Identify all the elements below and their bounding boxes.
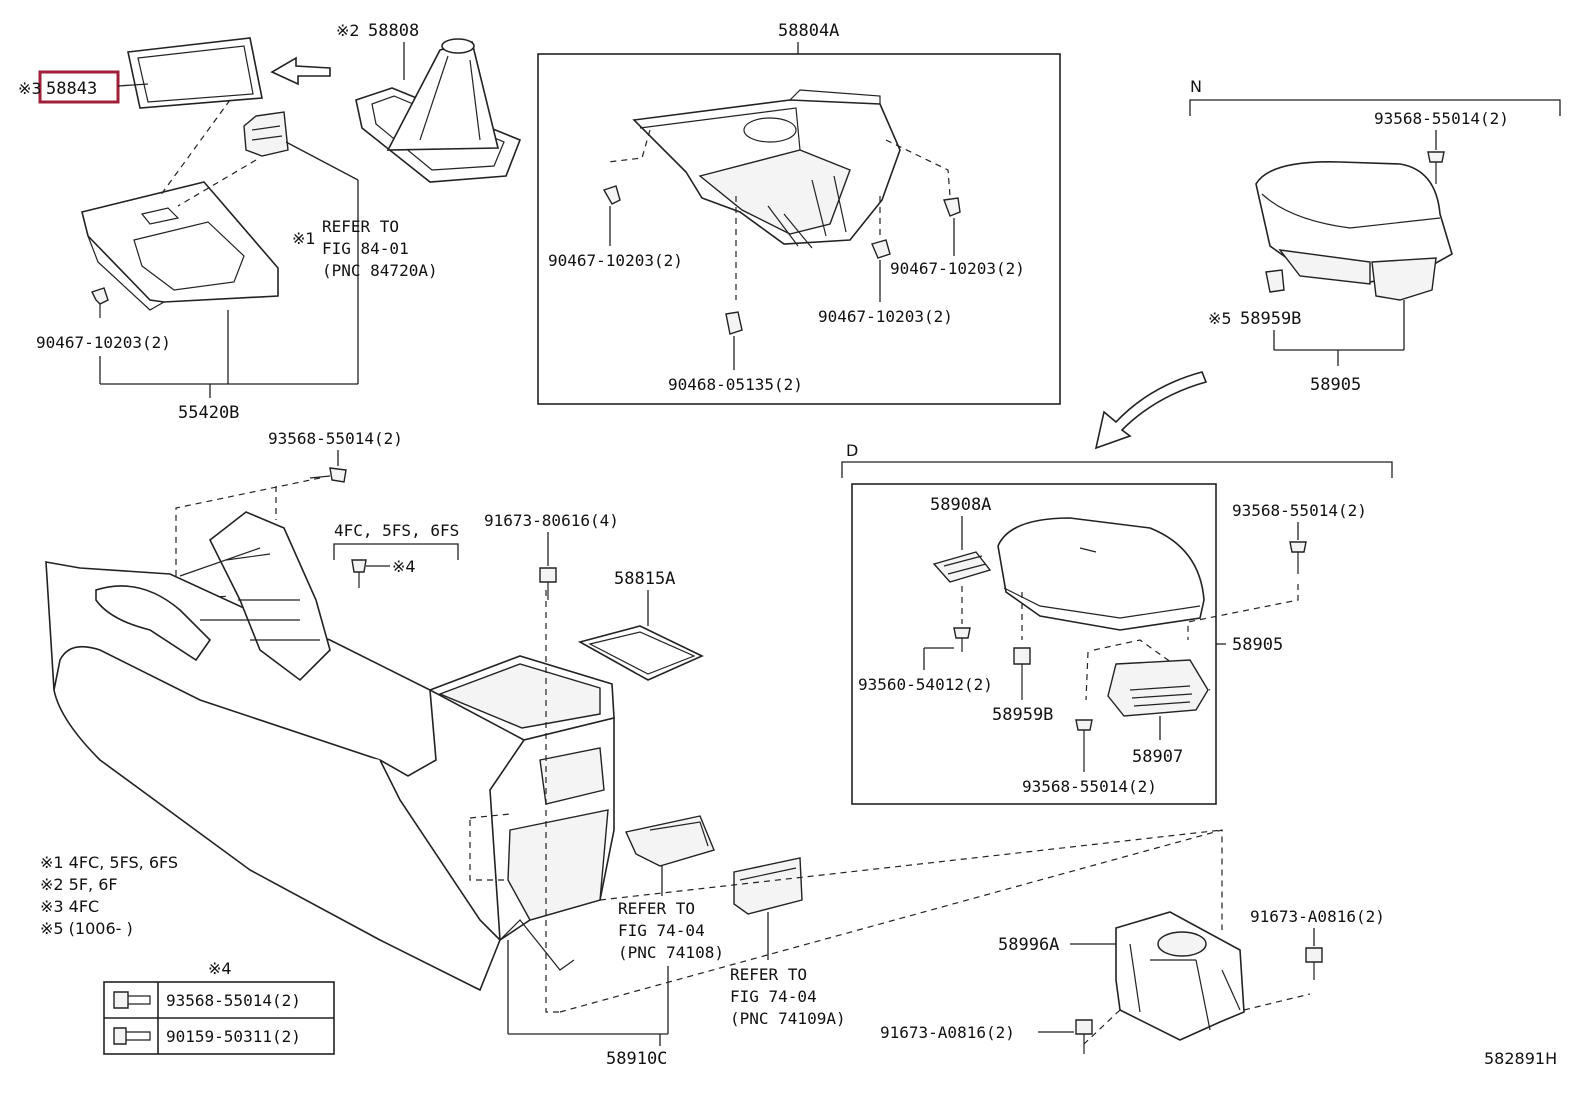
- screw-icon: [1427, 151, 1445, 184]
- clip-icon: [602, 185, 961, 335]
- svg-text:※2 5F, 6F: ※2 5F, 6F: [40, 875, 118, 894]
- group-box-58804A: [537, 53, 1061, 405]
- label-58996A[interactable]: 58996A: [998, 935, 1059, 955]
- part-tray[interactable]: [733, 857, 803, 915]
- label-93568-d2[interactable]: 93568-55014(2): [1022, 777, 1157, 796]
- bolt-icon: [1075, 1019, 1093, 1054]
- legend-table: 93568-55014(2) 90159-50311(2): [103, 981, 335, 1055]
- label-55420B[interactable]: 55420B: [178, 403, 239, 423]
- label-58843[interactable]: 58843: [46, 79, 97, 99]
- svg-text:FIG 74-04: FIG 74-04: [618, 921, 705, 940]
- legend-notes: ※1 4FC, 5FS, 6FS ※2 5F, 6F ※3 4FC ※5 (10…: [40, 853, 178, 938]
- label-93568-mid[interactable]: 93568-55014(2): [268, 429, 403, 448]
- mark-4: ※4: [392, 557, 416, 576]
- svg-text:(PNC 74108): (PNC 74108): [618, 943, 724, 962]
- svg-text:(PNC 74109A): (PNC 74109A): [730, 1009, 846, 1028]
- label-90467-c[interactable]: 90467-10203(2): [890, 259, 1025, 278]
- label-58908A[interactable]: 58908A: [930, 495, 991, 515]
- legend-row-2: 90159-50311(2): [166, 1027, 301, 1046]
- part-55420B-panel[interactable]: [81, 181, 279, 311]
- svg-text:(PNC 84720A): (PNC 84720A): [322, 261, 438, 280]
- part-58843-bezel[interactable]: [127, 37, 263, 109]
- bolt-icon: [1305, 947, 1323, 980]
- label-58959B-d[interactable]: 58959B: [992, 705, 1053, 725]
- label-91673-a1[interactable]: 91673-A0816(2): [1250, 907, 1385, 926]
- mark-5: ※5: [1208, 309, 1232, 328]
- label-58959B-top[interactable]: 58959B: [1240, 309, 1301, 329]
- part-58905-armrest-top[interactable]: [1255, 161, 1453, 301]
- label-58905-d[interactable]: 58905: [1232, 635, 1283, 655]
- bolt-icon: [539, 567, 557, 600]
- part-58907-latch[interactable]: [1107, 659, 1209, 717]
- svg-text:REFER TO: REFER TO: [322, 217, 399, 236]
- svg-text:※5 (1006- ): ※5 (1006- ): [40, 919, 133, 938]
- part-switch[interactable]: [243, 111, 289, 157]
- reference-84-01[interactable]: REFER TO FIG 84-01 (PNC 84720A): [322, 217, 438, 280]
- mark-2: ※2: [336, 21, 360, 40]
- figure-id: 582891H: [1484, 1049, 1557, 1068]
- svg-text:REFER TO: REFER TO: [618, 899, 695, 918]
- label-90467-d[interactable]: 90467-10203(2): [818, 307, 953, 326]
- highlight-box: [38, 70, 120, 104]
- part-cup-holder[interactable]: [625, 815, 715, 867]
- svg-text:※1 4FC, 5FS, 6FS: ※1 4FC, 5FS, 6FS: [40, 853, 178, 872]
- bolt-icon: [113, 991, 151, 1009]
- part-58996A-bracket[interactable]: [1115, 911, 1245, 1041]
- label-93568-d[interactable]: 93568-55014(2): [1232, 501, 1367, 520]
- mark-1: ※1: [292, 229, 316, 248]
- svg-text:FIG 74-04: FIG 74-04: [730, 987, 817, 1006]
- legend-table-title: ※4: [208, 959, 232, 978]
- clip-icon: [91, 287, 109, 318]
- label-91673-a2[interactable]: 91673-A0816(2): [880, 1023, 1015, 1042]
- part-58808-shift-boot[interactable]: [355, 38, 522, 183]
- screw-icon: [1075, 719, 1093, 772]
- group-n-label: N: [1190, 77, 1202, 96]
- label-58804A[interactable]: 58804A: [778, 21, 839, 41]
- label-58907[interactable]: 58907: [1132, 747, 1183, 767]
- clip-icon: [1013, 647, 1031, 700]
- arrow-icon: [270, 56, 331, 86]
- reference-74108[interactable]: REFER TO FIG 74-04 (PNC 74108): [618, 899, 724, 962]
- mark-3: ※3: [18, 79, 42, 98]
- legend-row-1: 93568-55014(2): [166, 991, 301, 1010]
- label-58905-top[interactable]: 58905: [1310, 375, 1361, 395]
- label-58808[interactable]: 58808: [368, 21, 419, 41]
- bolt-icon: [113, 1027, 151, 1045]
- part-58815A-mat[interactable]: [577, 625, 704, 681]
- screw-icon: [351, 559, 367, 588]
- reference-74109A[interactable]: REFER TO FIG 74-04 (PNC 74109A): [730, 965, 846, 1028]
- arrow-icon: [1094, 371, 1208, 450]
- screw-icon: [953, 627, 971, 652]
- label-90467-b[interactable]: 90467-10203(2): [548, 251, 683, 270]
- screw-icon: [309, 467, 347, 483]
- group-d-label: D: [846, 441, 858, 460]
- label-58910C[interactable]: 58910C: [606, 1049, 667, 1069]
- part-58908A-hinge[interactable]: [932, 551, 992, 583]
- part-58910C-console-box[interactable]: [45, 511, 615, 992]
- label-90467-a[interactable]: 90467-10203(2): [36, 333, 171, 352]
- part-58804A-console-bracket[interactable]: [632, 89, 901, 249]
- label-93568-top[interactable]: 93568-55014(2): [1374, 109, 1509, 128]
- part-58905-lid[interactable]: [997, 517, 1205, 631]
- svg-text:REFER TO: REFER TO: [730, 965, 807, 984]
- label-91673-806[interactable]: 91673-80616(4): [484, 511, 619, 530]
- label-variant-group[interactable]: 4FC, 5FS, 6FS: [334, 521, 459, 540]
- label-93560[interactable]: 93560-54012(2): [858, 675, 993, 694]
- clip-icon: [1265, 269, 1285, 293]
- label-58815A[interactable]: 58815A: [614, 569, 675, 589]
- label-90468[interactable]: 90468-05135(2): [668, 375, 803, 394]
- svg-text:FIG 84-01: FIG 84-01: [322, 239, 409, 258]
- svg-text:※3 4FC: ※3 4FC: [40, 897, 99, 916]
- screw-icon: [1289, 541, 1307, 574]
